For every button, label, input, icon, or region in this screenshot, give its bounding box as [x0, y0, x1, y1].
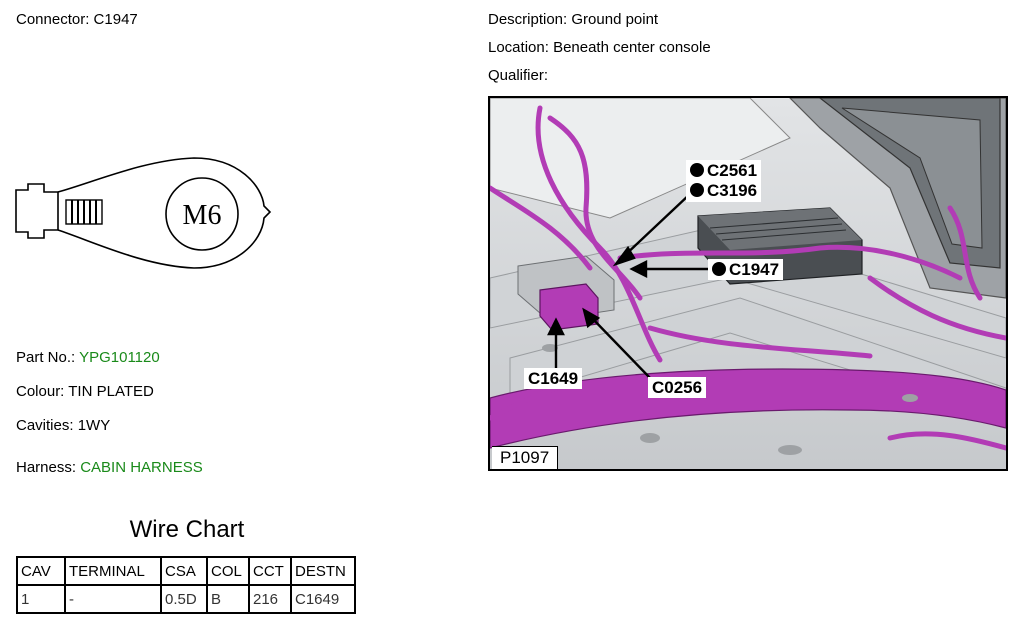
location-photo: C2561 C3196 C1947 C1649 C0256 P1097	[488, 96, 1008, 471]
location-line: Location: Beneath center console	[488, 39, 711, 57]
connector-value: C1947	[93, 11, 138, 28]
cell-cav: 1	[16, 584, 66, 614]
colour-value: TIN PLATED	[68, 383, 154, 400]
bullet-dot-icon	[690, 183, 704, 197]
callout-c3196: C3196	[690, 181, 757, 201]
harness-value[interactable]: CABIN HARNESS	[80, 459, 203, 476]
bullet-dot-icon	[690, 163, 704, 177]
bullet-dot-icon	[712, 262, 726, 276]
cell-col: B	[206, 584, 250, 614]
cell-cct: 216	[248, 584, 292, 614]
callout-c0256: C0256	[648, 377, 707, 398]
part-no-label: Part No.:	[16, 349, 76, 366]
connector-line: Connector: C1947	[16, 11, 138, 29]
wire-chart-header-row: CAV TERMINAL CSA COL CCT DESTN	[16, 556, 356, 586]
ring-terminal-drawing: M6	[15, 157, 272, 269]
part-no-value[interactable]: YPG101120	[79, 349, 160, 366]
callout-c1649: C1649	[524, 368, 583, 389]
callout-c2561: C2561	[690, 161, 757, 181]
qualifier-label: Qualifier:	[488, 67, 549, 84]
colour-line: Colour: TIN PLATED	[16, 383, 154, 401]
cavities-label: Cavities:	[16, 417, 74, 434]
cell-destn[interactable]: C1649	[290, 584, 356, 614]
photo-reference: P1097	[492, 446, 559, 469]
description-value: Ground point	[571, 11, 659, 28]
location-value: Beneath center console	[553, 39, 711, 56]
connector-label: Connector:	[16, 11, 90, 28]
vehicle-interior-illustration	[490, 98, 1006, 469]
stud-size-label: M6	[183, 200, 222, 231]
table-row: 1 - 0.5D B 216 C1649	[16, 584, 356, 614]
cavities-value: 1WY	[77, 417, 111, 434]
colour-label: Colour:	[16, 383, 65, 400]
qualifier-line: Qualifier:	[488, 67, 548, 85]
harness-label: Harness:	[16, 459, 77, 476]
description-line: Description: Ground point	[488, 11, 658, 29]
header-terminal: TERMINAL	[64, 556, 162, 586]
part-no-line: Part No.: YPG101120	[16, 349, 160, 367]
header-col: COL	[206, 556, 250, 586]
description-label: Description:	[488, 11, 568, 28]
cell-csa: 0.5D	[160, 584, 208, 614]
callout-c2561-c3196: C2561 C3196	[686, 160, 762, 202]
header-cct: CCT	[248, 556, 292, 586]
cell-terminal: -	[64, 584, 162, 614]
wire-chart-title: Wire Chart	[129, 516, 245, 543]
harness-line: Harness: CABIN HARNESS	[16, 459, 203, 477]
location-label: Location:	[488, 39, 549, 56]
header-destn: DESTN	[290, 556, 356, 586]
header-cav: CAV	[16, 556, 66, 586]
callout-c1947: C1947	[708, 259, 784, 280]
wire-chart-table: CAV TERMINAL CSA COL CCT DESTN 1 - 0.5D …	[16, 556, 356, 614]
cavities-line: Cavities: 1WY	[16, 417, 110, 435]
header-csa: CSA	[160, 556, 208, 586]
